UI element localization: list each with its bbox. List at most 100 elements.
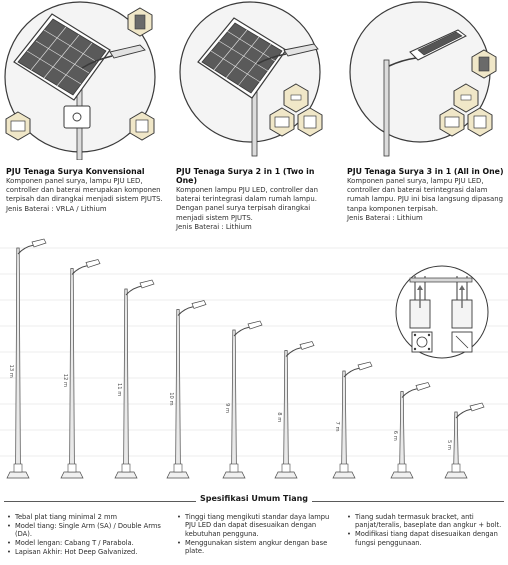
spec-section-title: Spesifikasi Umum Tiang — [4, 494, 504, 503]
pole-base-collar — [339, 463, 349, 473]
product-title: PJU Tenaga Surya 2 in 1 (Two in One) — [176, 167, 315, 185]
pole-base-collar — [229, 463, 239, 473]
pole-base — [390, 471, 414, 479]
pole-height-label: 8 m — [276, 412, 282, 422]
pole-base — [60, 471, 84, 479]
pole-height-diagram: 13 m12 m11 m10 m9 m8 m7 m6 m5 m — [0, 238, 508, 479]
battery-label: Jenis Baterai — [6, 204, 50, 213]
spec-item: Modifikasi tiang dapat disesuaikan denga… — [347, 530, 502, 547]
hex-battery-icon — [5, 111, 31, 141]
illustration-two-in-one — [168, 0, 338, 160]
battery-label: Jenis Baterai — [176, 222, 220, 231]
product-description: Komponen panel surya, lampu PJU LED, con… — [347, 177, 503, 213]
spec-item: Model lengan: Cabang T / Parabola. — [7, 539, 168, 548]
pole-height-label: 12 m — [62, 374, 68, 387]
product-title: PJU Tenaga Surya Konvensional — [6, 167, 145, 176]
pole-height-label: 5 m — [446, 440, 452, 450]
street-pole: 6 m — [390, 382, 431, 479]
hex-battery-icon — [439, 107, 465, 137]
pole-base — [6, 471, 30, 479]
street-pole: 9 m — [222, 320, 263, 479]
pole-shaft — [175, 309, 181, 473]
pole-arm — [17, 244, 35, 255]
hex-controller-icon — [467, 107, 493, 137]
pole-base — [222, 471, 246, 479]
battery-type: Jenis Baterai : VRLA / Lithium — [6, 204, 107, 213]
pole-base-collar — [13, 463, 23, 473]
hex-controller-icon — [129, 111, 155, 141]
pole-base — [114, 471, 138, 479]
lamp-head-icon — [85, 259, 101, 268]
spec-item: Tebal plat tiang minimal 2 mm — [7, 513, 168, 522]
battery-type: Jenis Baterai : Lithium — [347, 213, 423, 222]
pole-base — [166, 471, 190, 479]
illustration-conventional — [0, 0, 170, 160]
street-pole: 12 m — [60, 259, 101, 479]
pole-base-collar — [281, 463, 291, 473]
product-two-in-one: PJU Tenaga Surya 2 in 1 (Two in One) Kom… — [176, 167, 338, 232]
pole-arm — [343, 367, 361, 378]
spec-item: Menggunakan sistem angkur dengan base pl… — [177, 539, 342, 556]
spec-column-2: Tinggi tiang mengikuti standar daya lamp… — [176, 513, 342, 556]
spec-item: Tiang sudah termasuk bracket, anti panja… — [347, 513, 502, 530]
pole-shaft — [123, 288, 129, 473]
spec-item: Lapisan Akhir: Hot Deep Galvanized. — [7, 548, 168, 557]
all-in-one-lamp-icon — [409, 29, 467, 61]
pole-base-collar — [397, 463, 407, 473]
lamp-head-icon — [247, 320, 263, 330]
pole-height-label: 6 m — [392, 431, 398, 441]
street-pole: 8 m — [274, 341, 315, 479]
pole-shaft — [231, 329, 237, 473]
product-description: Komponen lampu PJU LED, controller dan b… — [176, 186, 318, 222]
lamp-head-icon — [139, 279, 155, 289]
street-pole: 13 m — [6, 238, 47, 479]
battery-label: Jenis Baterai — [347, 213, 391, 222]
spec-item: Model tiang: Single Arm (SA) / Double Ar… — [7, 522, 168, 539]
product-title: PJU Tenaga Surya 3 in 1 (All in One) — [347, 167, 504, 176]
pole-base-collar — [121, 463, 131, 473]
street-pole: 5 m — [444, 402, 485, 479]
pole-shaft — [283, 350, 289, 473]
lamp-head-icon — [299, 341, 315, 350]
street-pole: 7 m — [332, 361, 373, 479]
battery-value: VRLA / Lithium — [55, 204, 107, 213]
pole-arm — [125, 285, 143, 296]
spec-item: Tinggi tiang mengikuti standar daya lamp… — [177, 513, 342, 538]
hex-lamp-icon — [283, 83, 309, 113]
street-pole: 11 m — [114, 279, 155, 479]
product-conventional: PJU Tenaga Surya Konvensional Komponen p… — [6, 167, 168, 214]
pole-height-label: 13 m — [8, 365, 14, 378]
solar-panel-icon — [197, 17, 287, 99]
pole-shaft — [69, 268, 75, 473]
battery-value: Lithium — [396, 213, 423, 222]
pole-base-collar — [173, 463, 183, 473]
pole-shaft — [453, 411, 459, 473]
pole-arm — [177, 306, 195, 316]
pole-height-label: 7 m — [334, 422, 340, 432]
pole-shaft — [341, 370, 347, 473]
lamp-head-icon — [469, 402, 485, 412]
pole-shaft — [15, 247, 21, 473]
pole-arm — [233, 326, 251, 337]
pole-arm — [455, 408, 473, 419]
pole-base — [274, 471, 298, 479]
battery-type: Jenis Baterai : Lithium — [176, 222, 252, 231]
product-description: Komponen panel surya, lampu PJU LED, con… — [6, 177, 163, 204]
spec-section-header: Spesifikasi Umum Tiang — [4, 494, 504, 508]
pole-base — [332, 471, 356, 479]
pole-height-label: 11 m — [116, 383, 122, 396]
product-all-in-one: PJU Tenaga Surya 3 in 1 (All in One) Kom… — [347, 167, 508, 223]
pole-base-collar — [67, 463, 77, 473]
anchor-detail — [395, 265, 489, 359]
spec-column-3: Tiang sudah termasuk bracket, anti panja… — [346, 513, 502, 548]
solar-panel-icon — [13, 13, 111, 101]
hex-panel-icon — [127, 7, 153, 37]
hex-panel-icon — [471, 49, 497, 79]
pole-arm — [71, 265, 89, 275]
lamp-head-icon — [31, 238, 47, 248]
hex-controller-icon — [297, 107, 323, 137]
pole-base — [444, 471, 468, 479]
pole-arm — [285, 347, 303, 357]
pole-arm — [401, 388, 419, 398]
pole-base-collar — [451, 463, 461, 473]
